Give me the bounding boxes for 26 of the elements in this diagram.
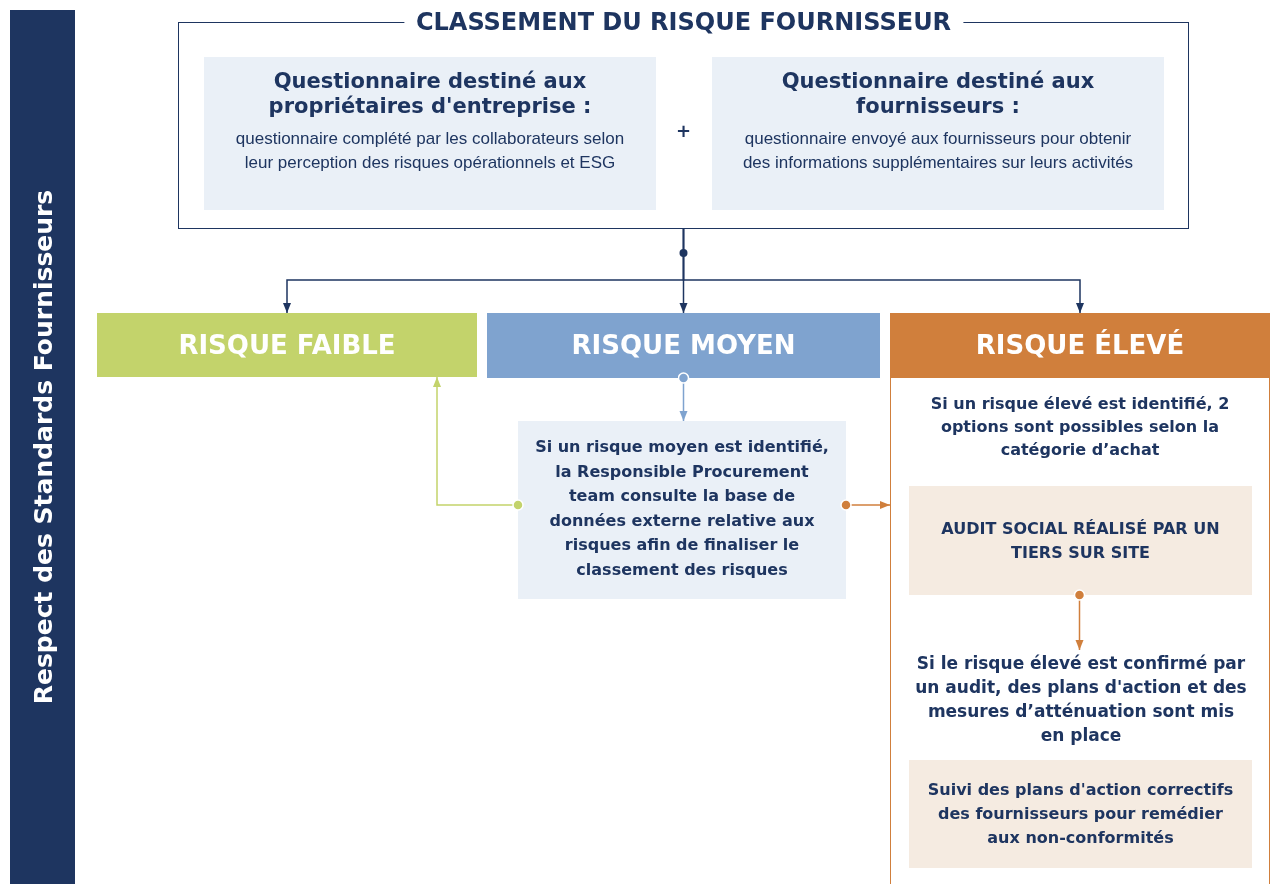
side-banner bbox=[10, 10, 75, 884]
side-title: Respect des Standards Fournisseurs bbox=[28, 189, 57, 705]
box-text: Si un risque moyen est identifié, la Responsible Procurement team consulte la base de données externe relative aux risques afin de finaliser le classement des risques bbox=[534, 436, 830, 581]
risk-title: RISQUE FAIBLE bbox=[177, 329, 397, 362]
box-text: AUDIT SOCIAL RÉALISÉ PAR UN TIERS SUR SITE bbox=[940, 517, 1221, 564]
connector-arrow bbox=[677, 372, 690, 422]
info-box bbox=[518, 421, 846, 599]
risk-header: RISQUE ÉLEVÉ bbox=[889, 313, 1270, 378]
connector-arrow bbox=[1073, 589, 1086, 651]
risk-band bbox=[487, 313, 880, 378]
risk-description: Si un risque élevé est identifié, 2 options sont possibles selon la catégorie d’achat bbox=[929, 393, 1231, 461]
step-text: Si le risque élevé est confirmé par un audit, des plans d'action et des mesures d’atténuation sont mis en place bbox=[914, 652, 1248, 747]
connector-arrow bbox=[433, 376, 524, 511]
plus-sign: + bbox=[676, 120, 692, 141]
risk-title: RISQUE MOYEN bbox=[570, 329, 797, 362]
box-text: questionnaire envoyé aux fournisseurs pour obtenir des informations supplémentaires sur leurs activités bbox=[741, 128, 1135, 174]
box-text: Suivi des plans d'action correctifs des fournisseurs pour remédier aux non-conformités bbox=[926, 779, 1235, 849]
action-box bbox=[909, 760, 1252, 868]
box-text: questionnaire complété par les collaborateurs selon leur perception des risques opérationnels et ESG bbox=[234, 128, 626, 174]
action-box bbox=[909, 486, 1252, 595]
risk-column bbox=[890, 313, 1270, 884]
connector-arrow bbox=[682, 228, 1084, 314]
box-heading: Questionnaire destiné aux propriétaires d'entreprise : bbox=[267, 69, 593, 119]
connector-arrow bbox=[840, 499, 891, 511]
risk-band bbox=[97, 313, 477, 377]
box-heading: Questionnaire destiné aux fournisseurs : bbox=[780, 69, 1096, 119]
